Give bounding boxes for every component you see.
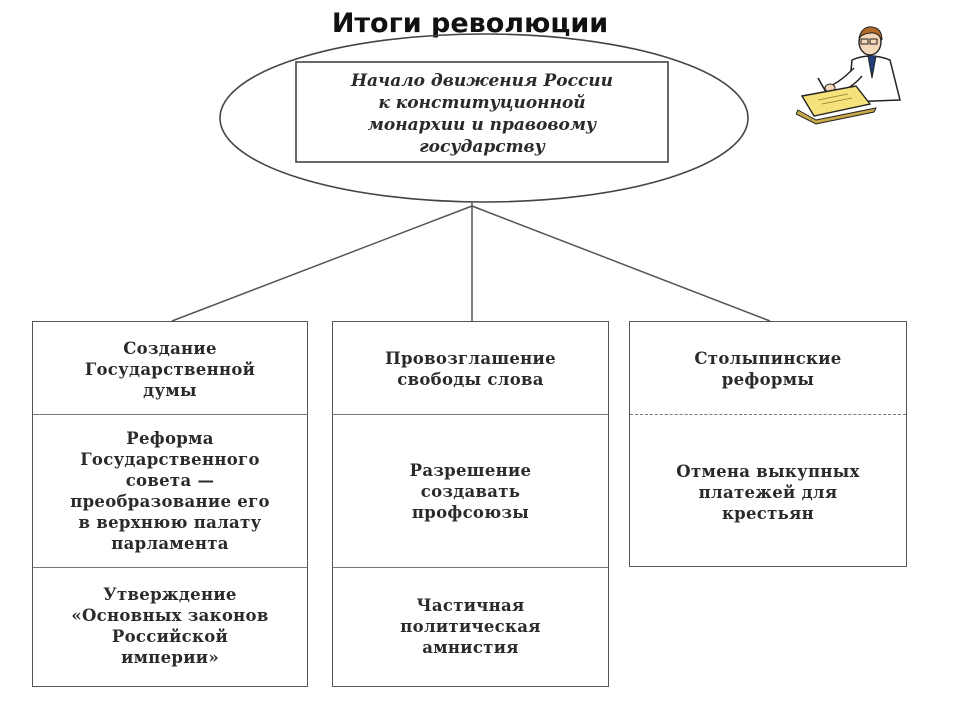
divider	[630, 414, 906, 415]
divider	[333, 414, 608, 415]
result-column-duma: Создание Государственной думы Реформа Го…	[32, 321, 308, 687]
column-heading: Столыпинские реформы	[694, 349, 842, 389]
column-item: Разрешение создавать профсоюзы	[409, 460, 532, 522]
column-item: Частичная политическая амнистия	[400, 595, 541, 657]
root-ellipse	[219, 33, 749, 203]
connector-right	[471, 205, 771, 322]
column-item: Утверждение «Основных законов Российской…	[71, 585, 269, 667]
root-box	[295, 61, 669, 163]
result-column-freedom: Провозглашение свободы слова Разрешение …	[332, 321, 609, 687]
column-heading: Провозглашение свободы слова	[385, 349, 556, 389]
divider	[33, 567, 307, 568]
divider	[33, 414, 307, 415]
column-heading: Создание Государственной думы	[84, 338, 256, 400]
column-item: Отмена выкупных платежей для крестьян	[676, 461, 860, 523]
person-writing-icon	[796, 26, 901, 125]
divider	[333, 567, 608, 568]
column-item: Реформа Государственного совета — преобр…	[70, 429, 270, 553]
connector-left	[171, 205, 473, 322]
result-column-stolypin: Столыпинские реформы Отмена выкупных пла…	[629, 321, 907, 567]
root-node-text: Начало движения России к конституционной…	[350, 71, 614, 157]
